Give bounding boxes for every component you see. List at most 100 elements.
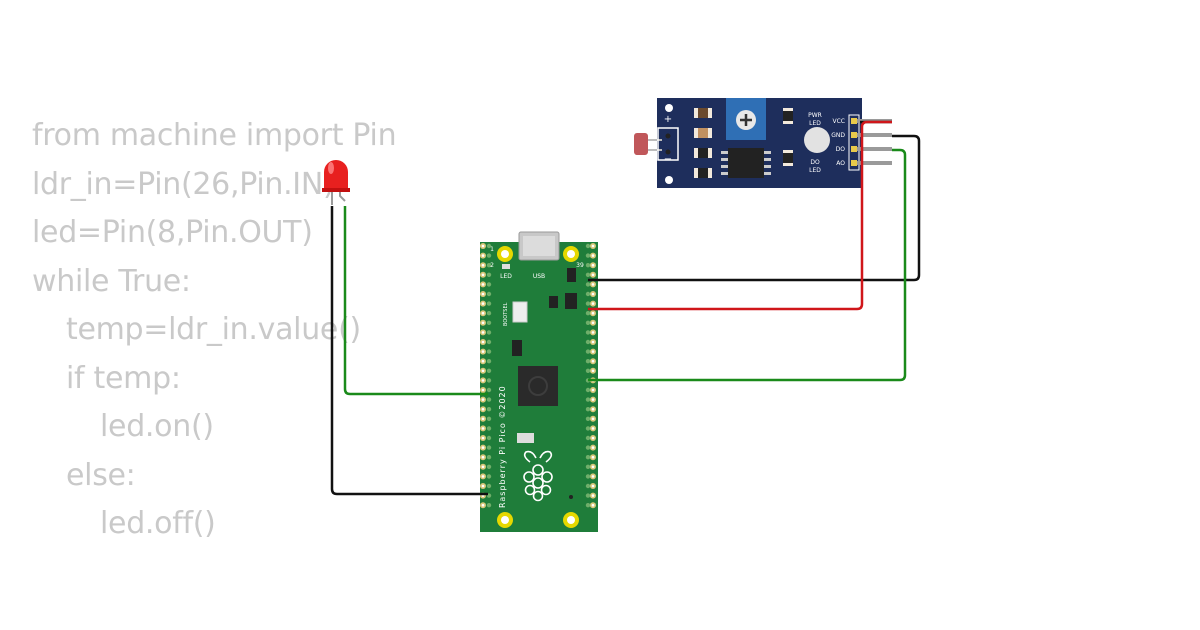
pin-via: [585, 445, 591, 450]
pin-via: [486, 349, 492, 354]
raspberry-pi-pico[interactable]: USB LED 1 2 39 BOOTSEL Raspber: [480, 231, 598, 532]
smd-resistors: [694, 108, 793, 178]
pin-via: [486, 455, 492, 460]
pwr-led-label: LED: [809, 120, 821, 127]
pin-via: [585, 359, 591, 364]
do-led-label: LED: [809, 167, 821, 174]
onboard-led: [502, 264, 510, 269]
pin-label-vcc: VCC: [833, 118, 845, 125]
comparator-chip: [728, 148, 764, 178]
pin-label-gnd: GND: [831, 132, 845, 139]
pin-via: [486, 359, 492, 364]
usb-label: USB: [533, 273, 545, 280]
pin-via: [585, 263, 591, 268]
bootsel-button[interactable]: [512, 301, 528, 323]
pin-via: [585, 483, 591, 489]
pin-via: [486, 339, 492, 345]
pin-via: [486, 474, 492, 479]
photoresistor: [634, 133, 648, 155]
pwr-led-label: PWR: [808, 112, 822, 119]
code-line: led=Pin(8,Pin.OUT): [32, 215, 313, 250]
pin-via: [486, 445, 492, 450]
pin-via: [486, 503, 492, 508]
bootsel-label: BOOTSEL: [503, 302, 509, 326]
ldr-sensor-module[interactable]: + − PWR LED DO LED: [634, 98, 892, 188]
pin-via: [585, 387, 591, 393]
pin-via: [585, 339, 591, 345]
pin-via: [486, 464, 492, 469]
pin-via: [585, 407, 591, 412]
pin-number-label: 39: [576, 262, 584, 269]
pin-via: [585, 397, 591, 402]
mounting-hole: [665, 176, 673, 184]
pin-via: [486, 397, 492, 402]
wires: [330, 120, 921, 496]
pin-via: [486, 416, 492, 421]
led-label: LED: [500, 273, 512, 280]
pin-via: [585, 349, 591, 354]
smd-component: [565, 293, 577, 309]
pin-via: [486, 282, 492, 287]
pin-via: [585, 253, 591, 258]
pin-via: [585, 311, 591, 316]
smd-component: [549, 296, 558, 308]
pin-via: [486, 263, 492, 268]
adjust-screw-icon: [740, 114, 752, 126]
pin-via: [585, 291, 591, 297]
pin-via: [585, 301, 591, 306]
smd-component: [567, 268, 576, 282]
pin-via: [486, 387, 492, 393]
mounting-hole: [665, 104, 673, 112]
pin-label-ao: AO: [836, 160, 845, 167]
code-line: ldr_in=Pin(26,Pin.IN): [32, 166, 335, 202]
pin-via: [486, 426, 492, 431]
pin-via: [486, 243, 492, 249]
wire-black-led[interactable]: [330, 206, 488, 496]
pin-via: [585, 282, 591, 287]
pin-via: [585, 464, 591, 469]
pin-number-label: 1: [490, 246, 494, 253]
pin-via: [486, 378, 492, 383]
red-led[interactable]: [322, 160, 350, 205]
pin-via: [585, 243, 591, 249]
pin-via: [486, 253, 492, 258]
pin-via: [486, 368, 492, 373]
code-listing: from machine import Pin ldr_in=Pin(26,Pi…: [32, 112, 397, 549]
pin-via: [486, 320, 492, 325]
pin-via: [585, 503, 591, 508]
pin-via: [585, 493, 591, 498]
pin-via: [585, 455, 591, 460]
code-line: led.off(): [100, 506, 216, 541]
led-body: [324, 160, 348, 190]
pico-pin-headers[interactable]: [480, 243, 596, 509]
plus-label: +: [664, 114, 672, 125]
code-line: led.on(): [100, 409, 214, 444]
pin-via: [585, 330, 591, 335]
pin-via: [585, 474, 591, 479]
pin-via: [486, 272, 492, 277]
smd-component: [517, 433, 534, 443]
pin-via: [486, 435, 492, 441]
do-led-label: DO: [810, 159, 820, 166]
pin-via: [486, 301, 492, 306]
code-line: if temp:: [66, 360, 181, 396]
code-line: from machine import Pin: [32, 118, 397, 153]
pin-via: [585, 272, 591, 277]
board-label: Raspberry Pi Pico ©2020: [498, 385, 507, 508]
pin-via: [486, 330, 492, 335]
wire-red-vcc[interactable]: [588, 120, 892, 311]
pin-via: [585, 435, 591, 441]
pin-via: [585, 368, 591, 373]
smd-component: [512, 340, 522, 356]
pin-via: [486, 311, 492, 316]
pin-via: [585, 426, 591, 431]
pin-label-do: DO: [836, 146, 846, 153]
code-line: while True:: [32, 263, 191, 299]
pin-via: [486, 483, 492, 489]
wire-green-do[interactable]: [588, 148, 907, 382]
pin-via: [486, 291, 492, 297]
code-line: else:: [66, 457, 136, 493]
wire-green-led[interactable]: [343, 206, 488, 396]
rp2040-chip: [518, 366, 558, 406]
